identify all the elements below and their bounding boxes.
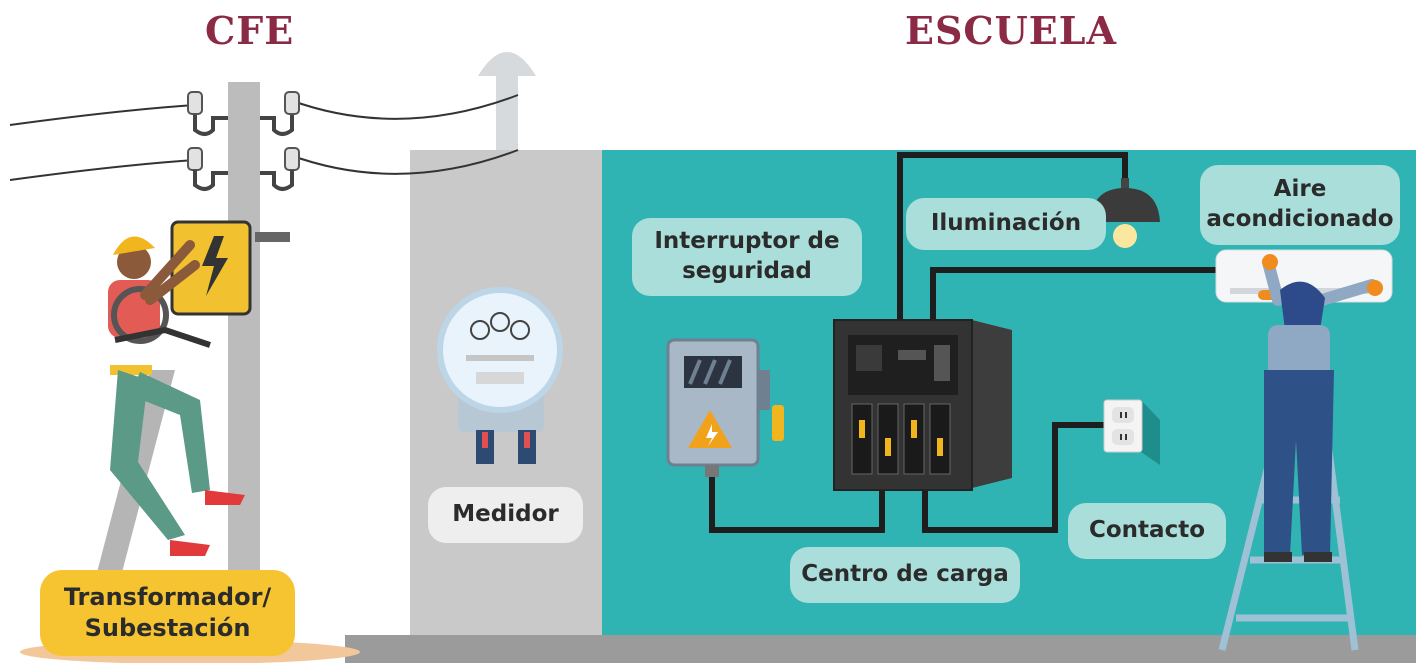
transformer-label: Transformador/ Subestación: [40, 570, 295, 656]
load-center-panel: [833, 319, 1012, 491]
transformer-label-line2: Subestación: [84, 614, 251, 642]
wiring: [709, 152, 1218, 533]
safety-switch-label-line2: seguridad: [682, 258, 812, 284]
cfe-heading: CFE: [205, 8, 295, 53]
wall-outlet: [1103, 399, 1160, 465]
ceiling-lamp: [1090, 178, 1160, 248]
safety-switch-label-line1: Interruptor de: [654, 228, 840, 255]
transformer-label-line1: Transformador/: [63, 582, 272, 611]
ac-label-line1: Aire: [1273, 176, 1327, 203]
roof-vent: [478, 52, 536, 150]
school-heading: ESCUELA: [905, 8, 1117, 53]
electric-meter: [437, 287, 563, 464]
technician-on-ladder: [1218, 254, 1383, 651]
safety-switch-box: [666, 338, 784, 477]
lighting-label: Iluminación: [906, 198, 1106, 250]
ac-label-line2: acondicionado: [1206, 206, 1394, 232]
lineman-worker: [108, 236, 245, 556]
load-center-label: Centro de carga: [790, 547, 1020, 603]
safety-switch-label: Interruptor de seguridad: [632, 218, 862, 296]
outlet-label: Contacto: [1068, 503, 1226, 559]
meter-label: Medidor: [428, 487, 583, 543]
ground: [345, 635, 1416, 663]
ac-label: Aire acondicionado: [1200, 165, 1400, 245]
